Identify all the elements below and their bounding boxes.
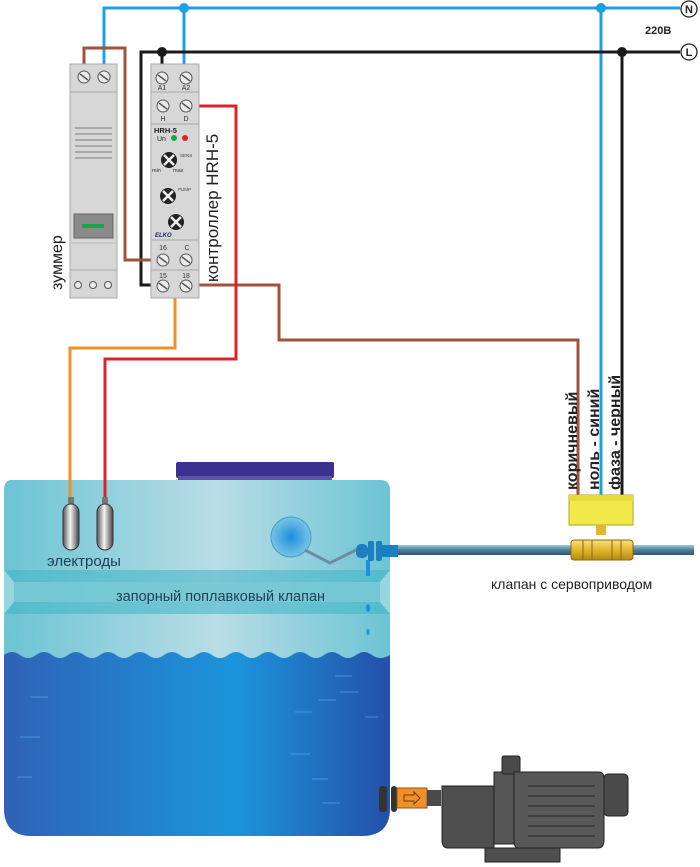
terminal-18	[179, 279, 193, 293]
terminal-15	[156, 279, 170, 293]
svg-text:L: L	[686, 47, 693, 59]
electrodes	[62, 497, 114, 551]
electrode-1	[62, 497, 80, 551]
brand-logo: ELKO	[155, 233, 172, 239]
pump-knob	[160, 188, 176, 204]
svg-text:N: N	[685, 4, 693, 16]
phase-junction-dot	[157, 47, 167, 57]
terminal-c	[179, 253, 193, 267]
neutral-junction-dot	[179, 3, 189, 13]
led-relay	[182, 135, 188, 141]
inlet-pipe	[398, 545, 694, 555]
float-valve	[270, 516, 398, 565]
terminal-d	[179, 99, 193, 113]
terminal-h-label: H	[160, 116, 165, 123]
led-un	[171, 135, 177, 141]
water-tank	[4, 462, 390, 836]
buzzer-terminal-2	[97, 70, 111, 84]
valve-control-wire	[186, 283, 580, 495]
sens-label: SENS	[180, 153, 192, 158]
servo-valve-label: клапан с сервоприводом	[491, 576, 652, 592]
flow-arrow-icon	[403, 790, 421, 806]
terminal-d-label: D	[183, 116, 188, 123]
sens-knob	[161, 152, 177, 168]
neutral-wire	[102, 6, 680, 72]
electrode-2	[96, 497, 114, 551]
controller-model-label: HRH-5	[154, 126, 177, 135]
ball-valve-body	[570, 539, 634, 561]
delay-knob	[168, 214, 184, 230]
electrodes-label: электроды	[47, 553, 121, 570]
buzzer-module	[69, 63, 118, 299]
phase-junction-dot	[617, 47, 627, 57]
terminal-c-label: C	[184, 245, 189, 252]
terminal-15-label: 15	[159, 273, 167, 280]
tank-water	[4, 652, 390, 836]
terminal-18-label: 18	[182, 273, 190, 280]
pump-label: PUMP	[178, 187, 191, 192]
controller-label: контроллер HRH-5	[203, 134, 222, 282]
neutral-terminal-symbol: N	[680, 0, 698, 18]
servo-valve	[568, 494, 634, 561]
min-label: min	[152, 168, 161, 174]
terminal-a2	[179, 71, 193, 85]
max-label: max	[173, 168, 184, 174]
wire-label-black: фаза - черный	[607, 375, 624, 490]
wire-label-brown: коричневый	[564, 392, 581, 490]
float-ball	[270, 516, 312, 558]
neutral-junction-dot	[596, 3, 606, 13]
float-valve-label: запорный поплавковый клапан	[116, 589, 325, 605]
tank-lid	[176, 462, 334, 478]
voltage-label: 220В	[645, 25, 671, 37]
terminal-h	[156, 99, 170, 113]
terminal-16-label: 16	[159, 245, 167, 252]
phase-terminal-symbol: L	[680, 43, 698, 61]
buzzer-terminal-1	[77, 70, 91, 84]
controller-module: A1 A2 H D 16 C 15 18 HRH-5 Un SENS min m…	[150, 63, 200, 299]
indicator-un-label: Un	[157, 136, 166, 143]
wiring	[68, 3, 680, 497]
terminal-a2-label: A2	[182, 85, 191, 92]
buzzer-indicator-led	[82, 224, 104, 228]
electrode-wire-red	[103, 104, 238, 497]
wire-label-blue: ноль - синий	[586, 389, 603, 490]
pump	[379, 755, 629, 863]
terminal-a1-label: A1	[158, 85, 167, 92]
pump-inlet-fitting	[396, 787, 428, 809]
buzzer-wire	[82, 46, 163, 262]
terminal-16	[156, 253, 170, 267]
buzzer-label: зуммер	[49, 235, 66, 290]
terminal-a1	[155, 71, 169, 85]
